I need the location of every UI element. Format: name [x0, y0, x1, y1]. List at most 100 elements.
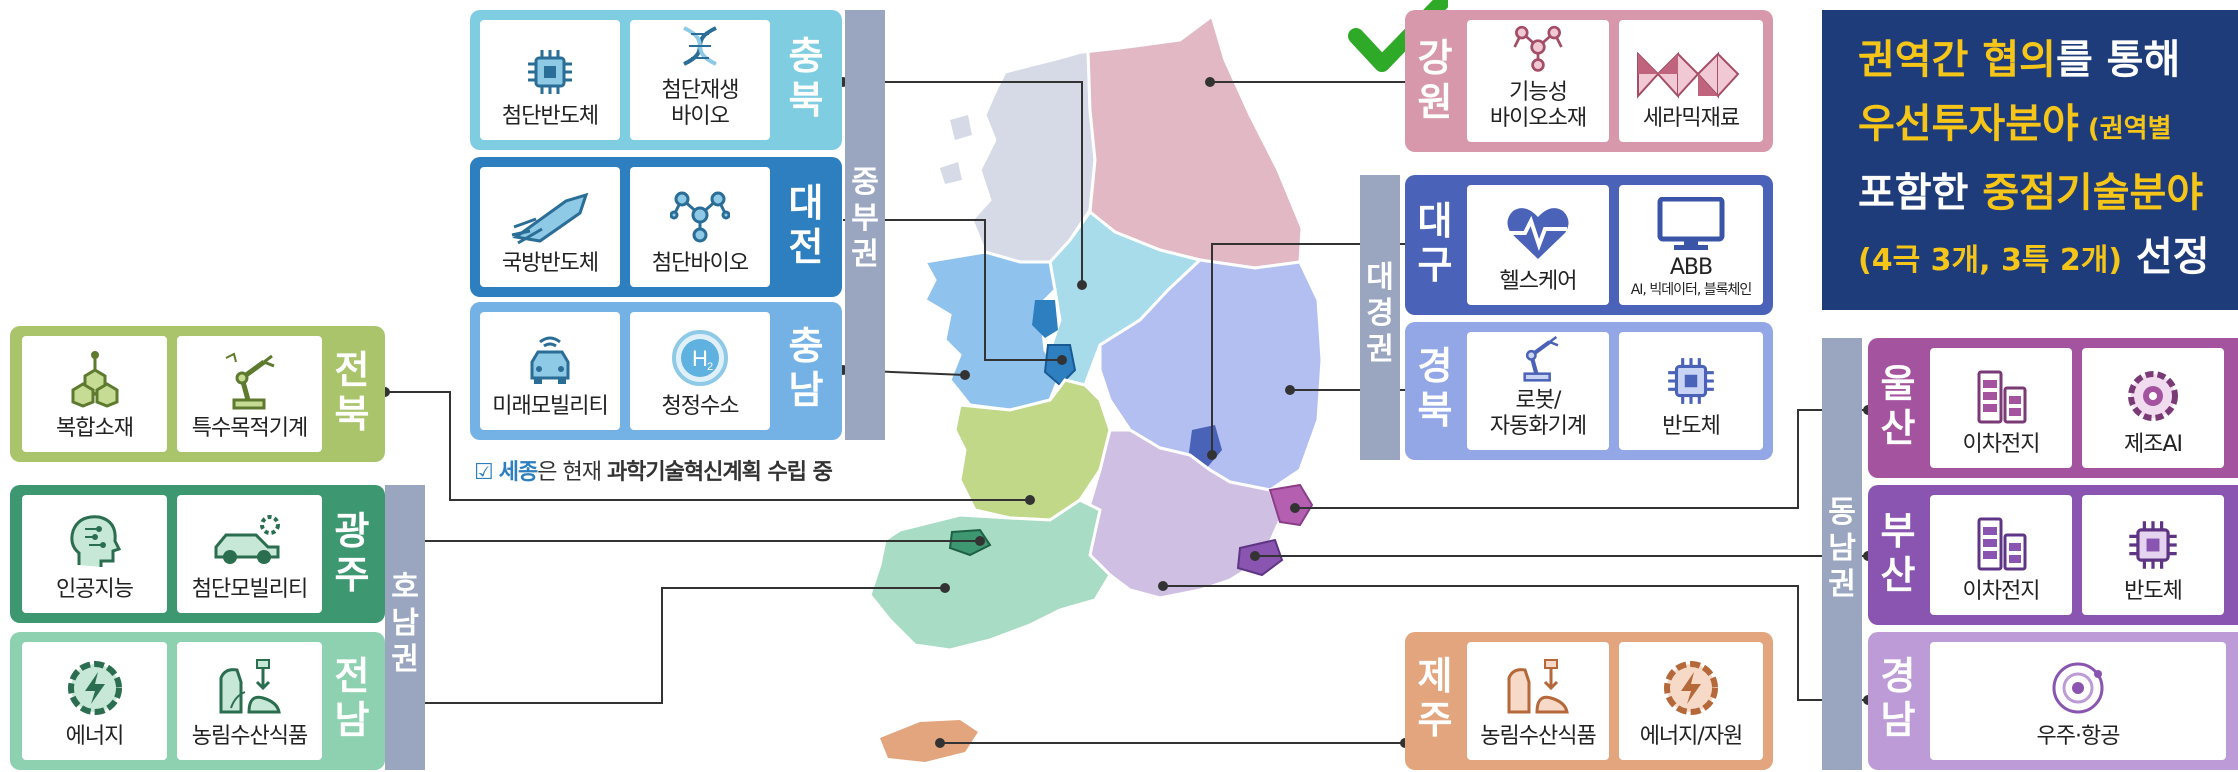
car-gear-icon — [214, 515, 280, 564]
group-bar-daegyeong — [1360, 175, 1400, 460]
dna-icon — [683, 26, 717, 66]
rocket-icon — [511, 192, 589, 245]
map-daejeon — [1043, 344, 1077, 387]
card-label: 첨단반도체 — [501, 104, 599, 129]
card-label: 국방반도체 — [501, 251, 599, 276]
card-label: 이차전지 — [1962, 579, 2041, 604]
card-label: 반도체 — [1662, 414, 1721, 439]
card-energy: 에너지 — [22, 642, 167, 760]
card-label: 기능성 바이오소재 — [1489, 80, 1587, 131]
card-label: 복합소재 — [56, 416, 134, 441]
card-label: 미래모빌리티 — [492, 394, 608, 419]
card-healthcare: 헬스케어 — [1467, 185, 1609, 305]
robot-arm-icon — [1523, 336, 1559, 382]
sejong-note: ☑ 세종은 현재 과학기술혁신계획 수립 중 — [474, 460, 833, 485]
group-label-dongnam: 동남권 — [1828, 495, 1856, 602]
ai-head-icon — [69, 515, 121, 567]
card-semiconductor: 반도체 — [1619, 332, 1763, 450]
card-semiconductor: 반도체 — [2082, 495, 2224, 615]
card-label: 농림수산식품 — [1480, 724, 1596, 749]
molecule-icon — [670, 191, 730, 243]
group-bar-honam — [385, 485, 425, 770]
card-manufacturing-ai: 제조AI — [2082, 348, 2224, 468]
map-jeonbuk — [953, 378, 1112, 522]
card-agri-food: 농림수산식품 — [177, 642, 322, 760]
card-advanced-semiconductor: 첨단반도체 — [480, 20, 620, 140]
card-agri-food: 농림수산식품 — [1467, 642, 1609, 760]
card-advanced-mobility: 첨단모빌리티 — [177, 495, 322, 613]
card-label: 이차전지 — [1962, 432, 2041, 457]
map-islands-west — [940, 115, 972, 184]
card-ai: 인공지능 — [22, 495, 167, 613]
map-busan — [1236, 538, 1284, 577]
group-label-jungbu: 중부권 — [851, 165, 879, 272]
battery-icon — [1977, 517, 2027, 571]
map-sejong — [1032, 300, 1058, 338]
card-label: 세라믹재료 — [1642, 106, 1740, 131]
card-label: 우주·항공 — [2036, 724, 2121, 749]
card-label: 제조AI — [2123, 432, 2183, 457]
card-label: 에너지 — [65, 724, 125, 749]
card-label: ABB — [1669, 255, 1713, 280]
chip-icon — [528, 50, 572, 94]
energy-icon — [1664, 661, 1718, 715]
card-secondary-battery: 이차전지 — [1930, 495, 2072, 615]
gear-ai-icon — [2128, 371, 2178, 421]
card-robot-automation: 로봇/ 자동화기계 — [1467, 332, 1609, 450]
agri-food-icon — [1507, 659, 1569, 714]
orbit-icon — [2052, 662, 2104, 714]
map-jeju — [880, 720, 978, 762]
title-line-1: 권역간 협의를 통해 — [1858, 37, 2181, 83]
chip-icon — [2129, 521, 2177, 569]
card-defense-semiconductor: 국방반도체 — [480, 167, 620, 287]
card-composite-material: 복합소재 — [22, 336, 167, 452]
card-ceramic-material: 세라믹재료 — [1619, 20, 1763, 142]
card-special-machinery: 특수목적기계 — [177, 336, 322, 452]
energy-icon — [67, 661, 122, 715]
card-label: 농림수산식품 — [191, 724, 308, 749]
card-label: 에너지/자원 — [1639, 724, 1744, 749]
group-bar-jungbu — [845, 10, 885, 440]
svg-text:2: 2 — [707, 361, 713, 373]
card-label: 특수목적기계 — [191, 416, 308, 441]
hexagon-material-icon — [71, 351, 118, 408]
map-jeonnam — [868, 498, 1112, 652]
card-advanced-bio: 첨단바이오 — [630, 167, 770, 287]
battery-icon — [1977, 370, 2027, 424]
card-label: 반도체 — [2124, 579, 2183, 604]
title-line-2: 우선투자분야 (권역별 — [1858, 101, 2172, 147]
robot-arm-icon — [225, 352, 275, 410]
card-label: 청정수소 — [661, 394, 740, 419]
card-future-mobility: 미래모빌리티 — [480, 312, 620, 430]
group-bar-dongnam — [1822, 338, 1862, 770]
card-aerospace: 우주·항공 — [1930, 642, 2226, 760]
card-label: 헬스케어 — [1499, 269, 1578, 294]
card-label: 첨단모빌리티 — [191, 577, 308, 602]
car-icon — [530, 336, 570, 384]
monitor-icon — [1657, 197, 1725, 250]
card-secondary-battery: 이차전지 — [1930, 348, 2072, 468]
heart-pulse-icon — [1507, 208, 1569, 259]
